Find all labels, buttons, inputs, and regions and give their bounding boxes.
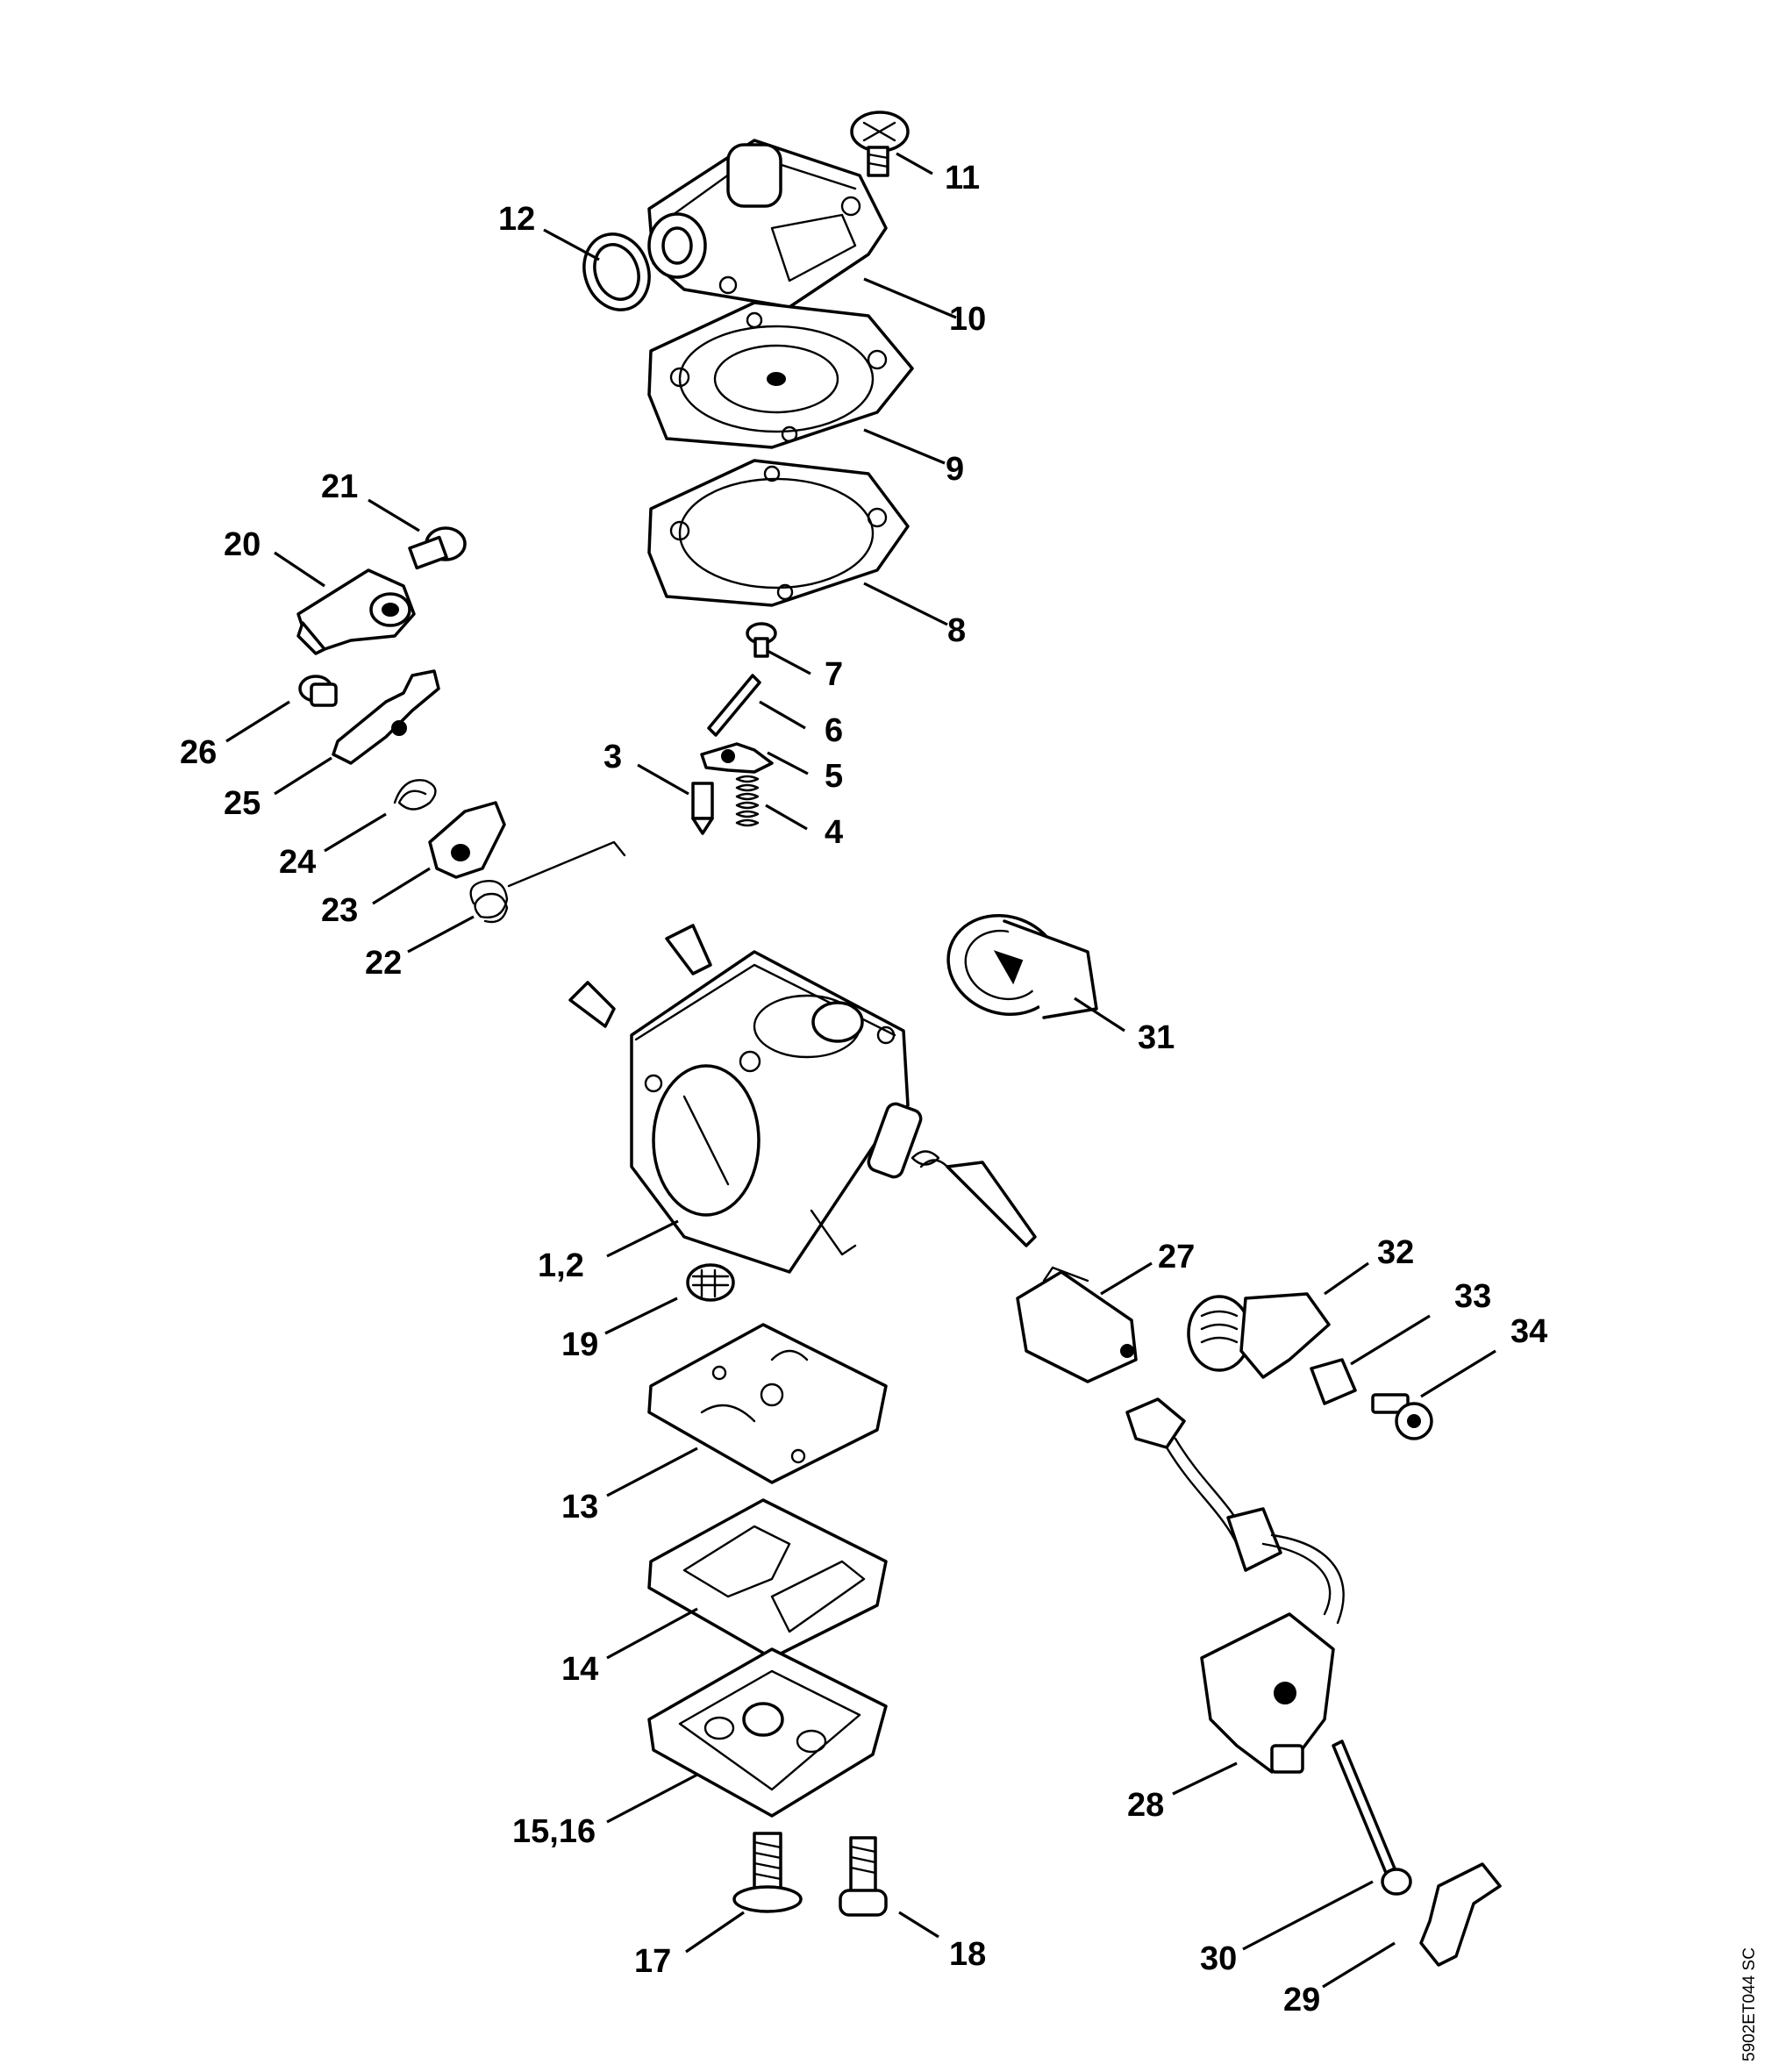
part-33-clip	[1310, 1358, 1357, 1405]
callout-17: 17	[634, 1943, 671, 1980]
part-1-2-carburetor-body	[568, 924, 1037, 1274]
part-28-housing	[1200, 1612, 1335, 1774]
part-19-screen-filter	[686, 1263, 735, 1302]
callout-9: 9	[946, 451, 964, 488]
part-13-gasket	[647, 1323, 888, 1484]
part-21-screw	[408, 526, 467, 570]
callout-5: 5	[825, 758, 843, 795]
part-3-inlet-needle	[691, 782, 714, 835]
callout-6: 6	[825, 712, 843, 749]
part-6-pin	[707, 674, 761, 737]
callout-27: 27	[1158, 1239, 1195, 1275]
part-12-o-ring	[582, 232, 651, 311]
callout-14: 14	[561, 1651, 598, 1688]
callout-8: 8	[947, 612, 966, 649]
callout-3: 3	[603, 739, 622, 775]
part-15-16-metering-cover	[647, 1647, 888, 1818]
callout-labels: 11 12 10 9 8 7 6 5 3 4 21 20 26 25 24 23…	[180, 160, 1547, 2018]
part-31-housing	[946, 913, 1098, 1019]
part-22-torsion-spring	[469, 840, 626, 924]
callout-33: 33	[1454, 1278, 1491, 1315]
callout-11: 11	[945, 160, 980, 196]
callout-25: 25	[224, 785, 261, 822]
part-29-clip	[1419, 1862, 1502, 1967]
part-11-screw	[850, 111, 910, 177]
callout-4: 4	[825, 814, 843, 851]
callout-20: 20	[224, 526, 261, 563]
callout-21: 21	[321, 468, 358, 505]
callout-1-2: 1,2	[538, 1247, 584, 1284]
part-23-lever	[428, 801, 506, 879]
part-26-screw	[298, 675, 338, 707]
callout-31: 31	[1138, 1019, 1175, 1056]
part-9-diaphragm	[647, 301, 914, 449]
part-5-lever	[700, 742, 774, 774]
callout-29: 29	[1283, 1982, 1320, 2018]
part-14-gasket	[647, 1498, 888, 1660]
part-7-screw	[746, 622, 777, 658]
callout-19: 19	[561, 1326, 598, 1363]
callout-18: 18	[949, 1936, 986, 1973]
callout-22: 22	[365, 945, 402, 982]
part-18-screw	[839, 1836, 888, 1917]
part-8-gasket	[647, 459, 910, 607]
callout-12: 12	[498, 201, 535, 238]
callout-10: 10	[949, 301, 986, 338]
callout-28: 28	[1127, 1787, 1164, 1824]
callout-24: 24	[279, 844, 316, 881]
part-4-spring	[735, 775, 760, 827]
callout-7: 7	[825, 656, 843, 693]
part-32-sensor	[1187, 1292, 1331, 1379]
part-30-bolt	[1332, 1740, 1412, 1896]
callout-23: 23	[321, 892, 358, 929]
callout-13: 13	[561, 1489, 598, 1525]
part-10-pump-cover	[647, 139, 888, 309]
document-code: 5902ET044 SC	[1740, 1947, 1759, 2061]
part-25-lever	[332, 669, 440, 765]
leader-lines	[225, 152, 1496, 1989]
callout-30: 30	[1200, 1940, 1237, 1977]
part-24-spring	[393, 779, 437, 811]
part-27-cover	[1016, 1266, 1138, 1383]
callout-34: 34	[1510, 1313, 1547, 1350]
callout-15-16: 15,16	[512, 1813, 596, 1850]
part-20-throttle-lever	[296, 568, 416, 655]
callout-32: 32	[1377, 1234, 1414, 1271]
part-wiring-harness	[1125, 1397, 1345, 1625]
callout-26: 26	[180, 734, 217, 771]
part-17-screw	[732, 1832, 803, 1913]
part-34-screw	[1371, 1393, 1433, 1440]
